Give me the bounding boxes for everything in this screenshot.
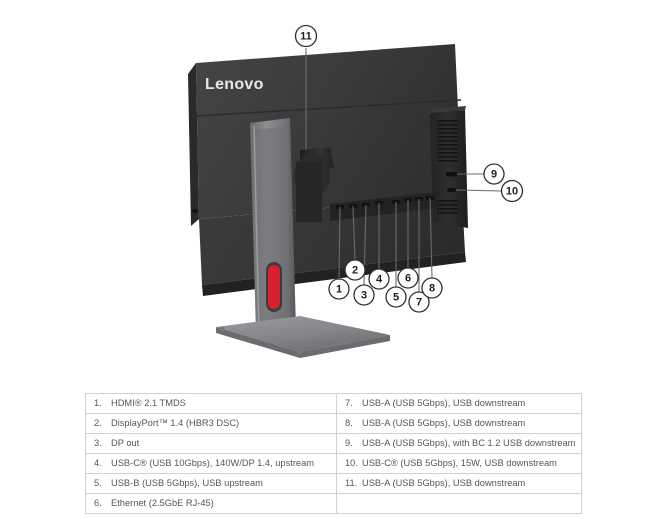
- legend-text-7: USB-A (USB 5Gbps), USB downstream: [362, 398, 526, 408]
- legend-index-2: 2.: [94, 418, 102, 428]
- legend-text-6: Ethernet (2.5GbE RJ-45): [111, 498, 214, 508]
- callout-leader-lines: [305, 48, 503, 292]
- legend-cell-empty: [336, 493, 582, 514]
- legend-cell-1: 1. HDMI® 2.1 TMDS: [85, 393, 337, 414]
- callout-3[interactable]: 3: [353, 284, 375, 306]
- table-row: 4. USB-C® (USB 10Gbps), 140W/DP 1.4, upst…: [85, 453, 582, 474]
- legend-text-11: USB-A (USB 5Gbps), USB downstream: [362, 478, 526, 488]
- callout-3-label: 3: [361, 290, 367, 302]
- base-top-face: [216, 316, 390, 352]
- legend-cell-5: 5. USB-B (USB 5Gbps), USB upstream: [85, 473, 337, 494]
- stand-neck: [294, 147, 334, 222]
- legend-cell-6: 6. Ethernet (2.5GbE RJ-45): [85, 493, 337, 514]
- callout-5[interactable]: 5: [385, 286, 407, 308]
- base-foot-pad-left: [219, 326, 225, 332]
- table-row: 6. Ethernet (2.5GbE RJ-45): [85, 493, 582, 514]
- side-port-usb-c: [447, 188, 456, 192]
- legend-text-1: HDMI® 2.1 TMDS: [111, 398, 186, 408]
- base-foot-pad-right: [381, 333, 387, 339]
- port-legend-table: 1. HDMI® 2.1 TMDS 7. USB-A (USB 5Gbps), US…: [85, 393, 582, 514]
- legend-text-5: USB-B (USB 5Gbps), USB upstream: [111, 478, 263, 488]
- legend-cell-11: 11. USB-A (USB 5Gbps), USB downstream: [336, 473, 582, 494]
- lenovo-logo: Lenovo: [205, 76, 264, 93]
- table-row: 1. HDMI® 2.1 TMDS 7. USB-A (USB 5Gbps), US…: [85, 393, 582, 414]
- callout-8-label: 8: [429, 283, 435, 295]
- callout-10-label: 10: [506, 186, 518, 198]
- legend-cell-8: 8. USB-A (USB 5Gbps), USB downstream: [336, 413, 582, 434]
- cable-slot-red-accent: [268, 265, 280, 309]
- callout-4-label: 4: [376, 274, 383, 286]
- panel-upper-face: [196, 44, 462, 219]
- panel-seam: [196, 99, 462, 117]
- legend-cell-2: 2. DisplayPort™ 1.4 (HBR3 DSC): [85, 413, 337, 434]
- legend-index-1: 1.: [94, 398, 102, 408]
- monitor-illustration: Lenovo: [188, 24, 524, 358]
- base-front-edge: [216, 327, 390, 358]
- callout-11-label: 11: [300, 31, 312, 43]
- legend-index-10: 10.: [345, 458, 358, 468]
- legend-cell-4: 4. USB-C® (USB 10Gbps), 140W/DP 1.4, upst…: [85, 453, 337, 474]
- callout-2-label: 2: [352, 265, 358, 277]
- table-row: 5. USB-B (USB 5Gbps), USB upstream 11. USB…: [85, 473, 582, 494]
- side-io-housing: [430, 106, 468, 228]
- callout-10[interactable]: 10: [500, 179, 524, 203]
- legend-index-8: 8.: [345, 418, 353, 428]
- legend-cell-9: 9. USB-A (USB 5Gbps), with BC 1.2 USB dow…: [336, 433, 582, 454]
- side-io-top: [430, 106, 466, 113]
- legend-text-3: DP out: [111, 438, 140, 448]
- leader-10: [455, 189, 503, 192]
- callout-6[interactable]: 6: [397, 267, 419, 289]
- leader-8: [429, 197, 433, 279]
- callout-7[interactable]: 7: [408, 291, 430, 313]
- callout-8[interactable]: 8: [421, 277, 443, 299]
- stand-base: [216, 316, 390, 358]
- leader-2: [352, 205, 356, 261]
- side-port-usb-a: [446, 172, 457, 177]
- callout-7-label: 7: [416, 297, 422, 309]
- vent-grille-upper: [437, 120, 458, 162]
- legend-index-3: 3.: [94, 438, 102, 448]
- legend-index-7: 7.: [345, 398, 353, 408]
- neck-shaft: [296, 162, 322, 222]
- cable-management-slot: [266, 262, 282, 312]
- panel-left-edge: [188, 63, 199, 226]
- legend-text-9: USB-A (USB 5Gbps), with BC 1.2 USB downs…: [362, 438, 576, 448]
- legend-index-11: 11.: [345, 478, 358, 488]
- table-row: 3. DP out 9. USB-A (USB 5Gbps), with BC 1.…: [85, 433, 582, 454]
- column-highlight: [253, 125, 260, 332]
- legend-text-4: USB-C® (USB 10Gbps), 140W/DP 1.4, upstre…: [111, 458, 315, 468]
- legend-cell-10: 10. USB-C® (USB 5Gbps), 15W, USB downstre…: [336, 453, 582, 474]
- legend-index-4: 4.: [94, 458, 102, 468]
- callout-4[interactable]: 4: [368, 268, 390, 290]
- legend-cell-3: 3. DP out: [85, 433, 337, 454]
- callout-2[interactable]: 2: [344, 259, 366, 281]
- leader-1: [338, 206, 341, 280]
- legend-index-5: 5.: [94, 478, 102, 488]
- legend-text-10: USB-C® (USB 5Gbps), 15W, USB downstream: [362, 458, 557, 468]
- side-io-face: [430, 110, 468, 228]
- callout-9-label: 9: [491, 169, 497, 181]
- callout-5-label: 5: [393, 292, 399, 304]
- legend-index-9: 9.: [345, 438, 353, 448]
- callout-6-label: 6: [405, 273, 411, 285]
- column-inner-face: [256, 126, 291, 327]
- callout-9[interactable]: 9: [483, 163, 505, 185]
- callout-badges: 1 2 3 4 5 6 7: [294, 24, 524, 313]
- callout-1[interactable]: 1: [328, 278, 350, 300]
- security-slot: [191, 208, 199, 214]
- stand-column: [250, 118, 296, 333]
- legend-cell-7: 7. USB-A (USB 5Gbps), USB downstream: [336, 393, 582, 414]
- legend-index-6: 6.: [94, 498, 102, 508]
- base-foot-pad-front: [297, 349, 303, 355]
- table-row: 2. DisplayPort™ 1.4 (HBR3 DSC) 8. USB-A (U…: [85, 413, 582, 434]
- callout-11[interactable]: 11: [294, 24, 318, 48]
- vent-grille-lower: [437, 200, 458, 214]
- legend-text-8: USB-A (USB 5Gbps), USB downstream: [362, 418, 526, 428]
- callout-1-label: 1: [336, 284, 342, 296]
- legend-text-2: DisplayPort™ 1.4 (HBR3 DSC): [111, 418, 240, 428]
